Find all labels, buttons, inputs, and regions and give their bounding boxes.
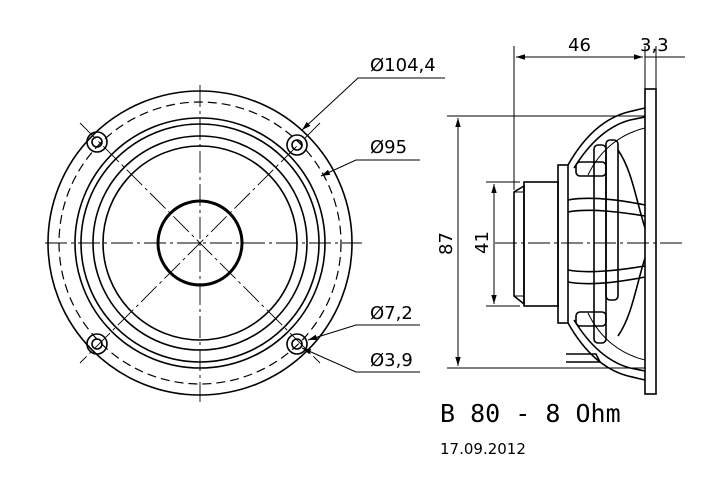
strut-diag-upper: [617, 149, 646, 229]
cone-lower-line: [587, 312, 646, 361]
hole-outer: [86, 333, 108, 355]
mounting-hole-bottom-left: [86, 333, 108, 355]
side-view: 87 41 46 3,3: [436, 35, 685, 395]
basket-lower-inner: [573, 319, 646, 372]
height-dimension: 87: [436, 115, 645, 369]
magnet-body: [523, 181, 559, 307]
flange-label: 3,3: [640, 35, 669, 56]
outer-frame-circle: [47, 90, 353, 396]
height-label: 87: [436, 232, 457, 255]
depth-label: 46: [568, 35, 591, 56]
leader-line: [301, 77, 445, 131]
strut-curve-lower: [567, 276, 646, 285]
drawing-date: 17.09.2012: [440, 440, 526, 458]
mounting-hole-bottom-right: [286, 333, 308, 355]
outer-diameter-label: Ø104,4: [370, 55, 436, 76]
depth-dimension: 46: [513, 35, 646, 190]
strut-left: [593, 144, 607, 344]
magnet-cap: [513, 184, 525, 306]
hole-outer: [86, 131, 108, 153]
bolt-circle: [58, 101, 342, 385]
dust-cap: [156, 199, 244, 287]
outer-diameter-callout: Ø104,4: [301, 55, 445, 131]
hole-inner: [91, 136, 103, 148]
surround-inner-ring: [80, 123, 320, 363]
model-title: B 80 - 8 Ohm: [440, 399, 621, 428]
terminal: [566, 353, 602, 363]
cone-outer-ring: [92, 135, 308, 351]
hole-diameter-callout: Ø7,2: [307, 303, 420, 341]
magnet-dimension: 41: [472, 181, 520, 307]
hole-inner: [291, 338, 303, 350]
diagonal-centerline-2: [79, 122, 321, 364]
flange-dimension: 3,3: [640, 35, 685, 89]
hole-outer: [286, 134, 308, 156]
bolt-circle-callout: Ø95: [320, 137, 420, 177]
hole-diameter-label: Ø7,2: [370, 303, 413, 324]
strut-curve-lower-2: [567, 265, 646, 273]
back-plate: [557, 164, 569, 324]
hole-inner: [91, 338, 103, 350]
strut-diag-lower: [617, 257, 646, 337]
strut-middle: [605, 139, 619, 301]
basket-upper-inner: [573, 116, 646, 169]
cone-upper-line: [587, 127, 646, 176]
hole-outer: [286, 333, 308, 355]
mounting-hole-top-right: [286, 134, 308, 156]
mounting-hole-top-left: [86, 131, 108, 153]
basket-upper-outer: [567, 107, 646, 166]
basket-struts: [567, 139, 646, 344]
cone-ring: [102, 145, 298, 341]
leader-line: [301, 347, 420, 373]
hole-inner-diameter-callout: Ø3,9: [301, 347, 420, 373]
hole-inner: [291, 139, 303, 151]
strut-lower-left: [575, 311, 607, 327]
flange: [644, 88, 657, 395]
strut-curve-upper-2: [567, 209, 646, 217]
hole-inner-diameter-label: Ø3,9: [370, 350, 413, 371]
front-view: Ø104,4 Ø95 Ø7,2 Ø3,9: [45, 55, 445, 402]
bolt-circle-label: Ø95: [370, 137, 407, 158]
surround-outer-ring: [74, 117, 326, 369]
magnet-label: 41: [472, 231, 493, 254]
leader-line: [320, 159, 420, 177]
leader-line: [307, 324, 420, 341]
